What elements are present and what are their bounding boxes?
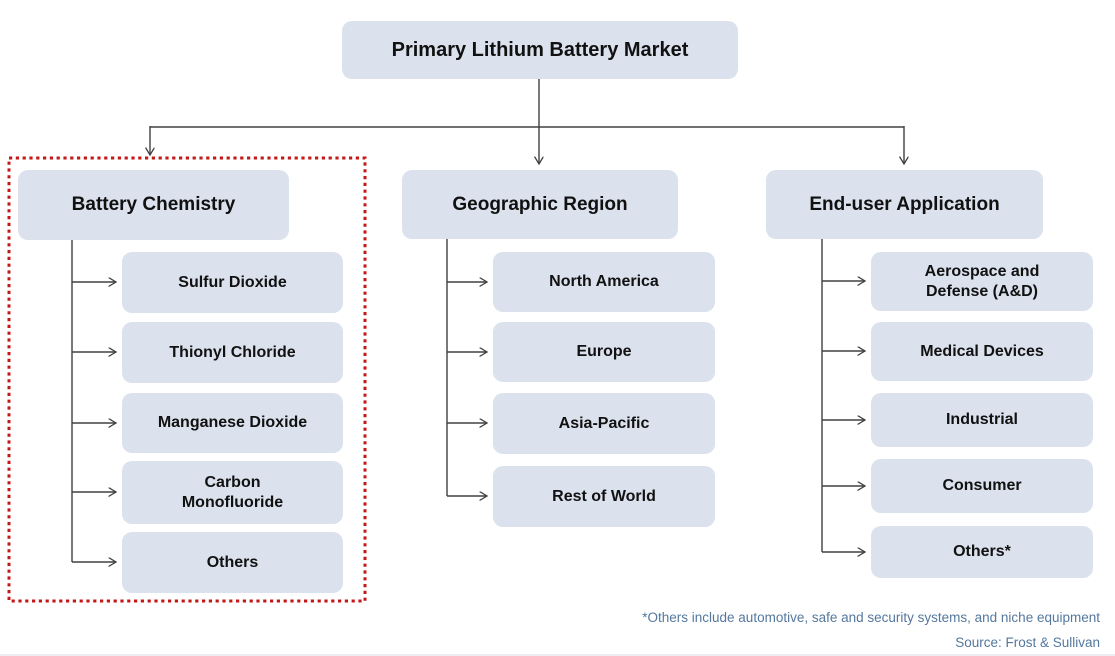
rest-of-world-label: Rest of World: [552, 487, 656, 505]
node-consumer: Consumer: [871, 459, 1093, 513]
root-node-label: Primary Lithium Battery Market: [391, 38, 689, 61]
node-rest-of-world: Rest of World: [493, 466, 715, 527]
node-geographic-region: Geographic Region: [402, 170, 678, 239]
sulfur-dioxide-label: Sulfur Dioxide: [178, 273, 287, 291]
geographic-region-connectors: [446, 239, 487, 496]
node-aerospace-defense: Aerospace and Defense (A&D): [871, 252, 1093, 311]
battery-chemistry-highlight-border: [7, 156, 367, 603]
asia-pacific-label: Asia-Pacific: [558, 414, 650, 432]
node-sulfur-dioxide: Sulfur Dioxide: [122, 252, 343, 313]
node-end-user-application: End-user Application: [766, 170, 1043, 239]
aerospace-defense-label: Aerospace and Defense (A&D): [924, 262, 1040, 300]
europe-label: Europe: [576, 343, 632, 360]
others-footnote: *Others include automotive, safe and sec…: [642, 610, 1100, 625]
battery-chemistry-connectors: [71, 240, 116, 562]
manganese-dioxide-label: Manganese Dioxide: [157, 414, 308, 431]
carbon-monofluoride-label: Carbon Monofluoride: [181, 473, 284, 511]
node-medical-devices: Medical Devices: [871, 322, 1093, 381]
node-carbon-monofluoride: Carbon Monofluoride: [122, 461, 343, 524]
node-thionyl-chloride: Thionyl Chloride: [122, 322, 343, 383]
end-user-application-label: End-user Application: [809, 193, 1000, 215]
north-america-label: North America: [549, 273, 659, 290]
medical-devices-label: Medical Devices: [920, 342, 1044, 360]
others-chemistry-label: Others: [206, 553, 259, 571]
node-others-application: Others*: [871, 526, 1093, 578]
node-battery-chemistry: Battery Chemistry: [18, 170, 289, 240]
top-tree-connectors: [150, 79, 904, 164]
geographic-region-label: Geographic Region: [452, 193, 628, 215]
thionyl-chloride-label: Thionyl Chloride: [169, 343, 296, 361]
node-asia-pacific: Asia-Pacific: [493, 393, 715, 454]
industrial-label: Industrial: [945, 411, 1018, 428]
node-industrial: Industrial: [871, 393, 1093, 447]
source-attribution: Source: Frost & Sullivan: [955, 635, 1100, 650]
node-primary-lithium-battery-market: Primary Lithium Battery Market: [342, 21, 738, 79]
node-north-america: North America: [493, 252, 715, 312]
end-user-application-connectors: [821, 239, 865, 552]
node-manganese-dioxide: Manganese Dioxide: [122, 393, 343, 453]
node-europe: Europe: [493, 322, 715, 382]
others-application-label: Others*: [953, 543, 1011, 560]
bottom-divider: [0, 654, 1115, 656]
battery-chemistry-label: Battery Chemistry: [71, 194, 236, 216]
consumer-label: Consumer: [942, 477, 1022, 494]
node-others-chemistry: Others: [122, 532, 343, 593]
